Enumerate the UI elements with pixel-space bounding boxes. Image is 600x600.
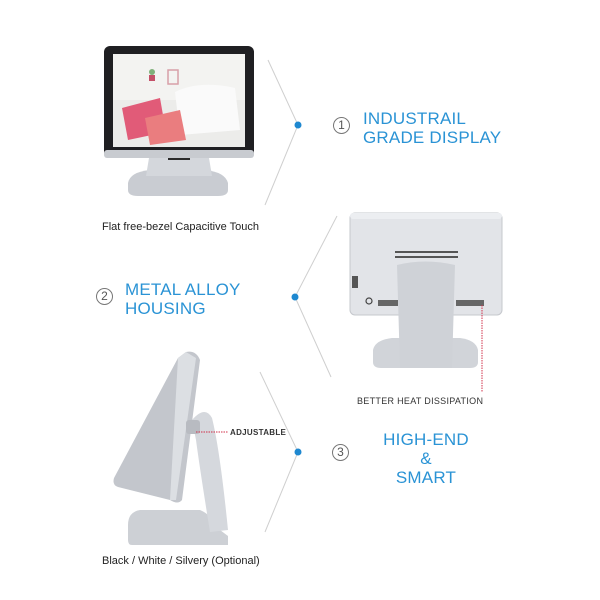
front-view-pos-terminal xyxy=(104,46,254,196)
feature-title-3-line2: & xyxy=(420,449,432,468)
side-view-pos-terminal xyxy=(113,351,228,545)
feature-title-2: METAL ALLOY HOUSING xyxy=(125,280,241,318)
side-view-caption: Black / White / Silvery (Optional) xyxy=(102,555,260,567)
feature-number-badge-3: 3 xyxy=(332,444,349,461)
connector-lines xyxy=(259,59,338,533)
feature-number-badge-1: 1 xyxy=(333,117,350,134)
feature-title-1-line1: INDUSTRAIL xyxy=(363,109,467,128)
rear-view-pos-terminal xyxy=(349,212,503,392)
adjustable-callout: ADJUSTABLE xyxy=(230,428,287,437)
feature-title-3-line3: SMART xyxy=(395,468,457,487)
feature-number-badge-2: 2 xyxy=(96,288,113,305)
feature-title-2-line1: METAL ALLOY xyxy=(125,280,241,299)
front-view-caption: Flat free-bezel Capacitive Touch xyxy=(102,221,259,233)
feature-title-3: HIGH-END & SMART xyxy=(378,430,474,487)
feature-title-1: INDUSTRAIL GRADE DISPLAY xyxy=(363,109,501,147)
feature-title-2-line2: HOUSING xyxy=(125,299,206,318)
connector-dots xyxy=(291,121,302,456)
heat-dissipation-callout: BETTER HEAT DISSIPATION xyxy=(357,396,484,406)
feature-title-1-line2: GRADE DISPLAY xyxy=(363,128,502,147)
feature-title-3-line1: HIGH-END xyxy=(383,430,469,449)
